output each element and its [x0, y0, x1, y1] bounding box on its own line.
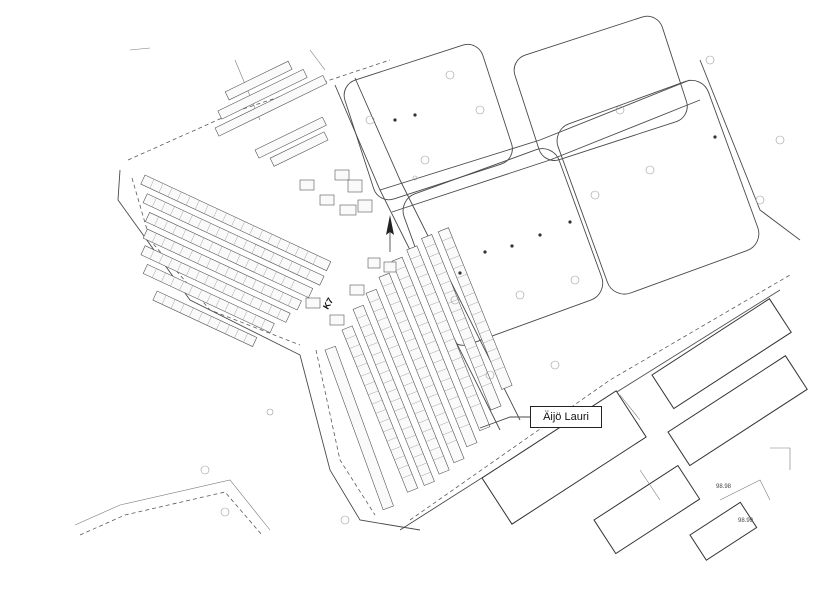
- north-arrow-icon: [386, 215, 394, 252]
- grave-rows-west: [140, 60, 373, 347]
- southwest-lines: [74, 479, 271, 536]
- tree-symbols: [200, 55, 785, 525]
- grave-rows-south: [324, 227, 513, 511]
- roads: [129, 47, 701, 431]
- buildings: [481, 298, 808, 561]
- callout-leader-line: [479, 416, 530, 429]
- lawn-areas: [343, 15, 801, 346]
- grave-callout-label[interactable]: Äijö Lauri: [530, 406, 602, 428]
- level-mark: 98.99: [738, 518, 754, 524]
- level-mark: 98.98: [716, 484, 732, 490]
